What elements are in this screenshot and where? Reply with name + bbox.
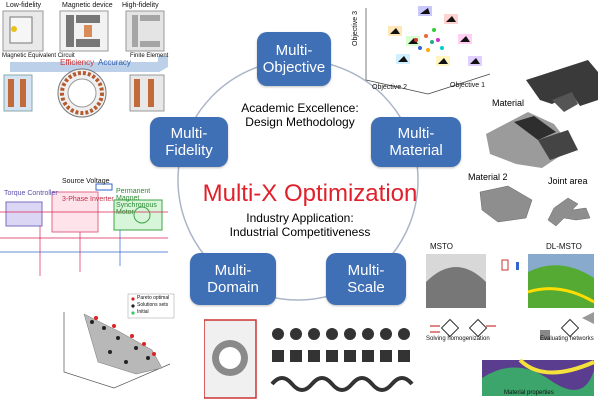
torque-controller-label: Torque Controller xyxy=(4,190,58,197)
efficiency-label: Efficiency xyxy=(60,58,95,67)
academic-text: Academic Excellence: Design Methodology xyxy=(241,101,359,129)
multi-objective-box: Multi- Objective xyxy=(257,32,331,86)
legend-pareto: Pareto optimal xyxy=(137,295,170,301)
domain-circuit-panel: Source Voltage Torque Controller 3-Phase… xyxy=(0,176,168,288)
multi-fidelity-label: Multi- Fidelity xyxy=(165,125,213,159)
material-illustration xyxy=(479,60,598,227)
axis-objective-1: Objective 1 xyxy=(450,82,486,89)
circuit-label: Magnetic Equivalent Circuit xyxy=(2,53,75,59)
multi-material-box: Multi- Material xyxy=(371,117,461,167)
multi-domain-box: Multi- Domain xyxy=(190,253,276,305)
legend-solutions: Solutions sets xyxy=(137,302,169,308)
domain-pareto-panel: Pareto optimal Solutions sets Initial xyxy=(44,292,176,394)
motor-label: Permanent Magnet Synchronous Motor xyxy=(116,188,157,216)
material-properties-label: Material properties xyxy=(504,390,554,396)
material-2-label: Material 2 xyxy=(468,172,508,182)
circuit-diagram xyxy=(0,183,168,276)
source-voltage-label: Source Voltage xyxy=(62,178,110,185)
main-title: Multi-X Optimization xyxy=(202,180,418,207)
fidelity-illustration xyxy=(2,10,168,118)
industry-text: Industry Application: Industrial Competi… xyxy=(229,211,371,239)
evaluating-networks-label: Evaluating networks xyxy=(540,336,594,342)
unit-cell-panel xyxy=(204,318,420,400)
domain-pareto-plot xyxy=(63,293,175,389)
fea-label: Finite Element xyxy=(130,53,169,59)
unit-cell-illustration xyxy=(204,319,414,399)
material-1-label: Material xyxy=(492,98,525,108)
legend-initial: Initial xyxy=(137,309,149,315)
dlmsto-label: DL-MSTO xyxy=(546,242,582,251)
pareto-3d-plot xyxy=(365,6,491,95)
inverter-label: 3-Phase Inverter xyxy=(62,196,114,203)
joint-area-label: Joint area xyxy=(548,176,588,186)
multi-scale-box: Multi- Scale xyxy=(326,253,406,305)
homogenization-label: Solving homogenization xyxy=(426,336,490,342)
scale-panel: MSTO DL-MSTO Solving homogenization Eval… xyxy=(420,240,600,398)
high-fidelity-label: High-fidelity xyxy=(122,2,159,9)
msto-label: MSTO xyxy=(430,242,453,251)
objective-panel: Objective 3 Objective 2 Objective 1 xyxy=(348,0,496,96)
accuracy-label: Accuracy xyxy=(98,58,131,67)
multi-objective-label: Multi- Objective xyxy=(262,42,326,76)
multi-scale-label: Multi- Scale xyxy=(347,262,385,296)
multi-domain-label: Multi- Domain xyxy=(207,262,259,296)
fidelity-panel: Low-fidelity Magnetic device High-fideli… xyxy=(0,0,168,118)
material-panel: Material Material 2 Joint area xyxy=(468,60,600,236)
axis-objective-2: Objective 2 xyxy=(372,84,408,91)
multi-fidelity-box: Multi- Fidelity xyxy=(150,117,228,167)
axis-objective-3: Objective 3 xyxy=(352,10,359,46)
magnetic-device-label: Magnetic device xyxy=(62,2,113,9)
low-fidelity-label: Low-fidelity xyxy=(6,2,42,9)
scale-illustration xyxy=(426,254,595,396)
multi-material-label: Multi- Material xyxy=(389,125,443,159)
